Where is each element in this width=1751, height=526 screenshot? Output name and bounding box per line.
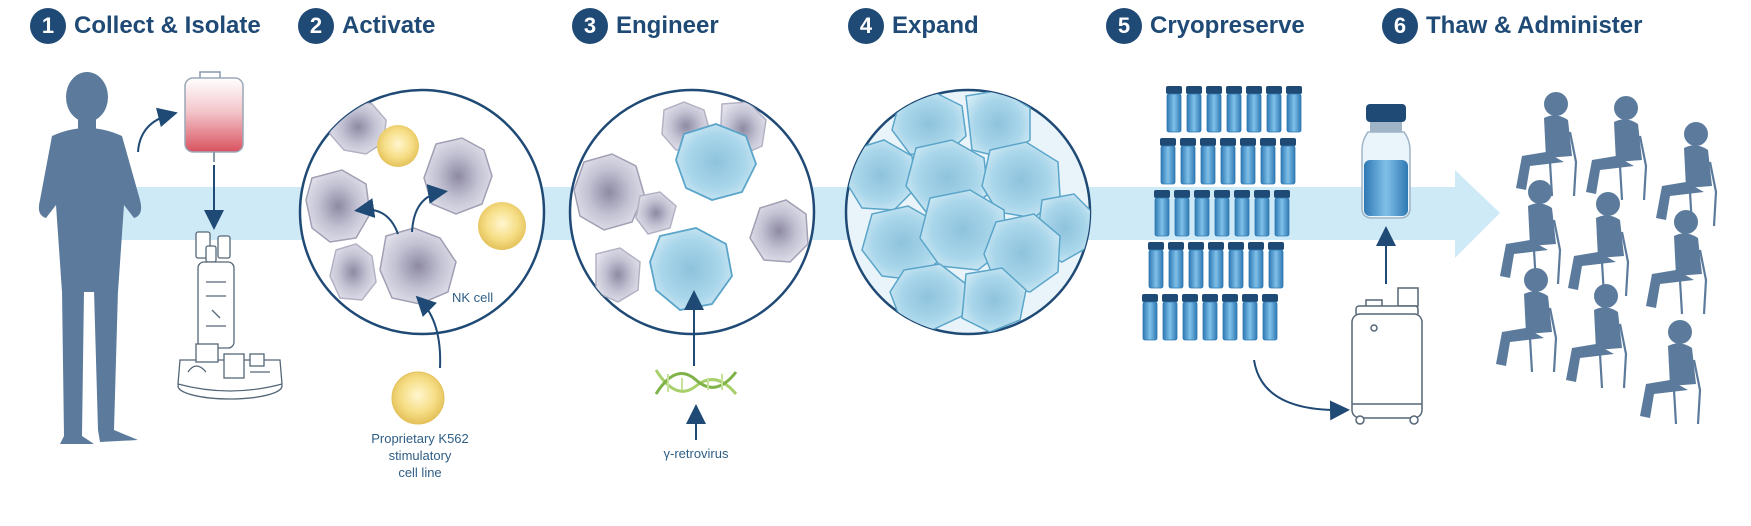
cryovial-icon [1240, 138, 1256, 185]
step-2-number: 2 [298, 8, 334, 44]
cryovial-icon [1214, 190, 1230, 237]
step-3-header: 3 Engineer [572, 8, 719, 44]
bag-arrow [137, 107, 178, 153]
step-2-header: 2 Activate [298, 8, 435, 44]
nk-cell-label: NK cell [452, 290, 493, 305]
step-4-header: 4 Expand [848, 8, 979, 44]
step-4-number: 4 [848, 8, 884, 44]
cryovial-icon [1174, 190, 1190, 237]
k562-caption-line-3: cell line [398, 465, 442, 480]
cryovial-icon [1242, 294, 1258, 341]
seated-patient-icon [1646, 210, 1708, 315]
retrovirus-label: γ-retrovirus [663, 446, 729, 461]
cryovial-icon [1160, 138, 1176, 185]
patients-group-icon [1496, 92, 1718, 425]
cryovial-icon [1142, 294, 1158, 341]
cell-separation-device-icon [177, 231, 283, 400]
cryovial-icon [1200, 138, 1216, 185]
k562-arrow [415, 295, 442, 369]
cryovial-icon [1148, 242, 1164, 289]
cryovial-icon [1180, 138, 1196, 185]
cryovial-icon [1234, 190, 1250, 237]
step-5-number: 5 [1106, 8, 1142, 44]
cryovial-icon [1286, 86, 1302, 133]
cryovial-icon [1274, 190, 1290, 237]
k562-caption: Proprietary K562 stimulatory cell line [350, 430, 490, 481]
cryovial-icon [1208, 242, 1224, 289]
step-1-title: Collect & Isolate [74, 12, 261, 39]
cryovial-icon [1186, 86, 1202, 133]
step-1-header: 1 Collect & Isolate [30, 8, 261, 44]
cryovial-icon [1262, 294, 1278, 341]
step-6-number: 6 [1382, 8, 1418, 44]
cryovial-icon [1168, 242, 1184, 289]
cryovial-icon [1248, 242, 1264, 289]
step-1-number: 1 [30, 8, 66, 44]
expand-circle [844, 88, 1092, 336]
seated-patient-icon [1586, 96, 1648, 201]
engineer-circle [568, 88, 816, 336]
cryovial-icon [1226, 86, 1242, 133]
cryovial-icon [1268, 242, 1284, 289]
cryovial-icon [1280, 138, 1296, 185]
cryovial-icon [1222, 294, 1238, 341]
k562-cell-icon [391, 371, 445, 425]
seated-patient-icon [1500, 180, 1562, 285]
step-4-title: Expand [892, 12, 979, 39]
k562-caption-line-1: Proprietary K562 [371, 431, 469, 446]
step-5-title: Cryopreserve [1150, 12, 1305, 39]
blood-bag-icon [184, 71, 244, 162]
step-2-title: Activate [342, 12, 436, 39]
vial-rack-icon [1142, 86, 1302, 341]
cryovial-icon [1206, 86, 1222, 133]
k562-caption-line-2: stimulatory [388, 448, 452, 463]
cryovial-icon [1254, 190, 1270, 237]
cryovial-icon [1166, 86, 1182, 133]
step-3-number: 3 [572, 8, 608, 44]
cryovial-icon [1228, 242, 1244, 289]
seated-patient-icon [1496, 268, 1558, 373]
cryovial-icon [1202, 294, 1218, 341]
cryovial-icon [1246, 86, 1262, 133]
cryo-freezer-icon [1351, 287, 1423, 425]
dna-helix-icon [654, 369, 738, 395]
step-5-header: 5 Cryopreserve [1106, 8, 1305, 44]
cryovial-icon [1182, 294, 1198, 341]
cryovial-icon [1188, 242, 1204, 289]
step-6-header: 6 Thaw & Administer [1382, 8, 1642, 44]
cryovial-icon [1260, 138, 1276, 185]
freezer-arrow [1253, 359, 1350, 421]
thawed-vial-icon [1361, 104, 1411, 219]
seated-patient-icon [1640, 320, 1702, 425]
seated-patient-icon [1568, 192, 1630, 297]
activate-circle [298, 88, 546, 336]
seated-patient-icon [1656, 122, 1718, 227]
seated-patient-icon [1516, 92, 1578, 197]
step-3-title: Engineer [616, 12, 719, 39]
cryovial-icon [1154, 190, 1170, 237]
cryovial-icon [1220, 138, 1236, 185]
seated-patient-icon [1566, 284, 1628, 389]
cryovial-icon [1266, 86, 1282, 133]
cryovial-icon [1162, 294, 1178, 341]
person-silhouette [38, 72, 142, 444]
step-6-title: Thaw & Administer [1426, 12, 1643, 39]
cryovial-icon [1194, 190, 1210, 237]
